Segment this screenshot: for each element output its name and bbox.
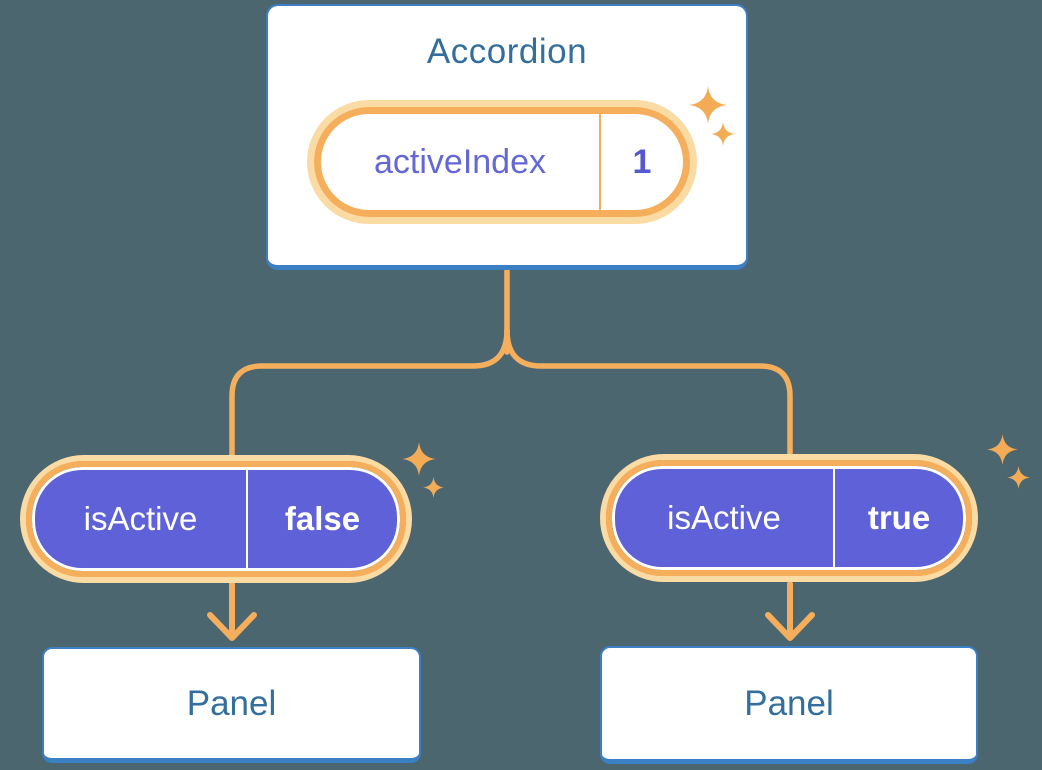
sparkle-icon xyxy=(689,86,727,124)
connector-right-branch xyxy=(504,327,793,461)
sparkle-icon xyxy=(711,122,735,146)
sparkle-icon xyxy=(402,442,436,476)
prop-pill-isactive-false: isActive false xyxy=(20,455,412,583)
prop-pill-divider xyxy=(833,469,835,567)
state-value: 1 xyxy=(632,142,652,181)
arrow-down-right-icon xyxy=(765,581,815,641)
prop-value: true xyxy=(867,499,931,536)
arrow-down-left-icon xyxy=(207,581,257,641)
prop-pill-body: isActive true xyxy=(612,466,966,570)
state-pill-ring: activeIndex 1 xyxy=(314,107,690,217)
prop-pill-divider xyxy=(246,470,248,568)
prop-value: false xyxy=(284,500,361,537)
prop-pill-isactive-true: isActive true xyxy=(600,454,978,582)
prop-pill-glow: isActive false xyxy=(20,455,412,583)
state-pill-activeindex: activeIndex 1 xyxy=(307,100,697,224)
state-name: activeIndex xyxy=(374,142,546,181)
prop-pill-body: isActive false xyxy=(32,467,400,571)
sparkle-icon xyxy=(987,434,1018,465)
state-pill-glow: activeIndex 1 xyxy=(307,100,697,224)
panel-component-box-left: Panel xyxy=(42,647,421,763)
accordion-title: Accordion xyxy=(426,32,588,71)
accordion-component-box: Accordion activeIndex 1 xyxy=(266,4,748,270)
prop-pill-glow: isActive true xyxy=(600,454,978,582)
state-pill-divider xyxy=(599,114,601,210)
panel-title: Panel xyxy=(744,683,834,723)
connector-left-branch xyxy=(229,327,510,461)
sparkle-icon xyxy=(423,477,444,498)
prop-pill-ring: isActive true xyxy=(606,460,972,576)
panel-component-box-right: Panel xyxy=(600,646,978,764)
panel-title: Panel xyxy=(186,683,277,723)
sparkle-icon xyxy=(1007,466,1030,489)
prop-name: isActive xyxy=(83,500,198,537)
prop-pill-ring: isActive false xyxy=(26,461,406,577)
prop-name: isActive xyxy=(667,499,781,536)
